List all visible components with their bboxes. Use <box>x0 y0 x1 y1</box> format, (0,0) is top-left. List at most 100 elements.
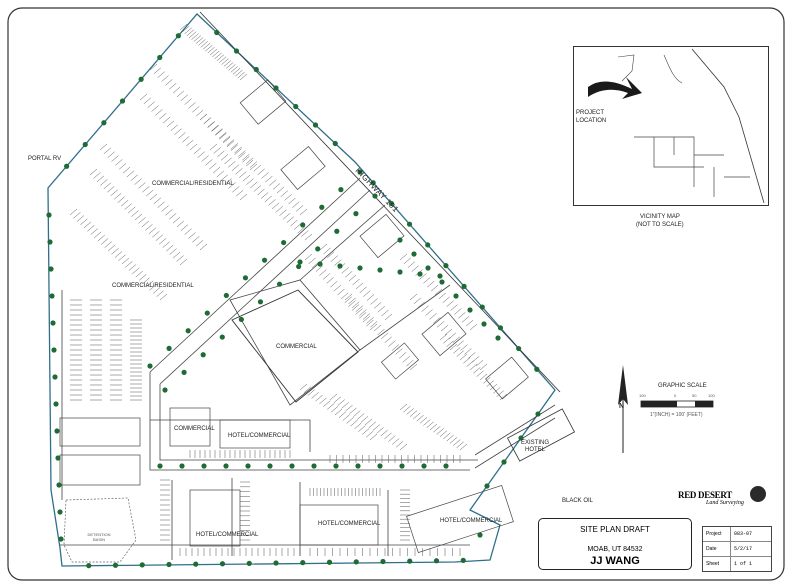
parking-stall-line <box>76 215 85 222</box>
parking-stall-line <box>489 383 498 391</box>
parking-stall-line <box>228 64 236 71</box>
parking-stall-line <box>468 352 476 359</box>
tree-symbol <box>51 347 57 353</box>
parking-stall-line <box>138 217 146 224</box>
parking-stall-line <box>293 223 302 230</box>
tree-symbol <box>353 211 359 217</box>
parking-stall-line <box>423 419 431 426</box>
internal-roads <box>60 177 556 560</box>
parking-stall-line <box>395 348 403 355</box>
parking-stall-line <box>83 221 92 229</box>
parking-stall-line <box>211 124 219 132</box>
parking-stall-line <box>427 281 435 288</box>
tree-symbol <box>238 316 244 323</box>
parking-stall-line <box>162 241 170 248</box>
parcel-label-commercial-residential-1: COMMERCIAL/RESIDENTIAL <box>152 181 234 187</box>
project-label: Project <box>706 531 722 537</box>
tree-symbol <box>372 193 378 199</box>
parking-stall-line <box>399 352 407 359</box>
tree-symbol <box>276 281 283 287</box>
parking-stall-line <box>359 286 367 293</box>
project-value: 083-07 <box>730 527 771 541</box>
vicinity-map-caption: VICINITY MAP <box>640 214 680 220</box>
plan-title: SITE PLAN DRAFT <box>580 525 650 534</box>
parking-stall-line <box>172 86 181 94</box>
tree-symbol <box>253 66 259 73</box>
parking-stall-line <box>295 205 304 212</box>
parking-stall-line <box>344 296 352 303</box>
parking-stall-line <box>118 254 126 261</box>
parking-stall-line <box>245 157 254 165</box>
parking-stall-line <box>359 312 367 319</box>
parking-stall-line <box>399 253 408 261</box>
parking-stall-line <box>130 174 138 181</box>
parking-stall-line <box>172 251 181 259</box>
parking-stall-line <box>216 54 225 61</box>
parking-stall-line <box>93 172 101 179</box>
tree-symbol <box>425 242 431 248</box>
parking-stall-line <box>222 135 231 143</box>
parking-stall-line <box>284 194 292 201</box>
parking-stall-line <box>191 33 199 40</box>
parking-stall-line <box>226 140 235 148</box>
parking-stall-line <box>214 52 222 60</box>
tree-symbol <box>166 345 172 351</box>
parking-stall-line <box>369 323 378 331</box>
parking-stall-line <box>319 243 328 251</box>
parking-stall-line <box>153 197 162 205</box>
parking-stall-line <box>476 370 484 377</box>
parking-stall-line <box>100 238 109 245</box>
parking-stall-line <box>111 155 119 162</box>
tree-symbol <box>326 559 333 565</box>
parking-stall-line <box>271 202 280 210</box>
parking-stall-line <box>292 201 300 208</box>
parking-stall-line <box>127 206 136 214</box>
parking-stall-line <box>346 417 354 424</box>
parking-stall-line <box>369 433 378 441</box>
parking-stall-line <box>234 146 242 154</box>
parking-stall-line <box>176 220 185 228</box>
existing-hotel-building <box>506 408 576 462</box>
parking-stall-line <box>179 258 188 266</box>
parking-stall-line <box>380 429 388 437</box>
parking-stall-line <box>355 282 364 290</box>
parking-stall-line <box>104 241 112 248</box>
tree-symbol <box>257 299 264 305</box>
parking-stall-line <box>301 230 309 237</box>
parking-stall-line <box>119 163 127 170</box>
tree-symbol <box>501 459 507 465</box>
parking-stall-line <box>384 336 392 343</box>
parking-stall-line <box>230 144 238 151</box>
tree-symbol <box>289 463 295 469</box>
parking-stall-line <box>355 308 363 315</box>
tree-symbol <box>397 237 403 243</box>
parking-stall-line <box>224 157 232 165</box>
parking-stall-line <box>326 277 334 284</box>
parking-stall-line <box>355 305 363 312</box>
parking-stall-line <box>351 304 360 311</box>
tree-symbol <box>214 29 220 36</box>
parking-stall-line <box>87 225 95 232</box>
sheet-label: Sheet <box>706 561 720 567</box>
tree-symbol <box>204 310 210 316</box>
tree-symbol <box>233 48 240 54</box>
parking-stall-line <box>413 297 422 305</box>
parking-stall-line <box>253 185 262 192</box>
tree-symbol <box>481 321 487 327</box>
parking-stall-line <box>454 308 462 315</box>
parking-stall-line <box>304 253 313 261</box>
parking-stall-line <box>202 43 211 50</box>
parking-stall-line <box>419 417 428 424</box>
parking-stall-line <box>215 129 223 136</box>
parking-stall-line <box>242 156 250 163</box>
parking-stall-line <box>188 102 196 109</box>
parking-stall-line <box>421 305 429 312</box>
parking-stall-line <box>323 247 331 255</box>
tree-symbol <box>64 163 70 169</box>
parking-stall-line <box>260 192 269 199</box>
parking-stall-line <box>366 294 375 301</box>
tree-symbol <box>101 120 107 126</box>
site-boundary <box>47 13 556 567</box>
parking-stall-line <box>184 98 192 105</box>
parking-stall-line <box>110 189 118 196</box>
